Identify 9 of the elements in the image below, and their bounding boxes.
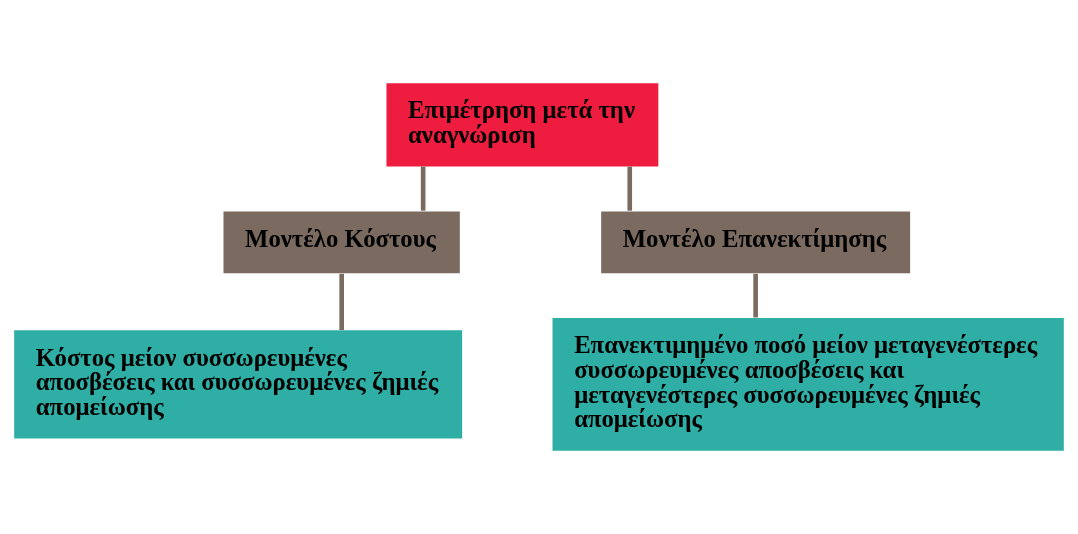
connector <box>339 273 344 331</box>
node-box: Μοντέλο Κόστους <box>223 211 460 274</box>
connector <box>753 273 758 318</box>
connector <box>420 166 426 211</box>
node-box: Επανεκτιμημένο ποσό μείον μεταγενέστερες συσσωρευμένες αποσβέσεις και μεταγενέστερες συσσωρευμένες ζημιές απομείωσης <box>552 318 1064 451</box>
node-box: Μοντέλο Επανεκτίμησης <box>601 211 911 274</box>
node-box: Κόστος μείον συσσωρευμένες αποσβέσεις και συσσωρευμένες ζημιές απομείωσης <box>14 330 463 439</box>
node-box: Επιμέτρηση μετά την αναγνώριση <box>386 83 659 167</box>
connector <box>627 166 633 211</box>
